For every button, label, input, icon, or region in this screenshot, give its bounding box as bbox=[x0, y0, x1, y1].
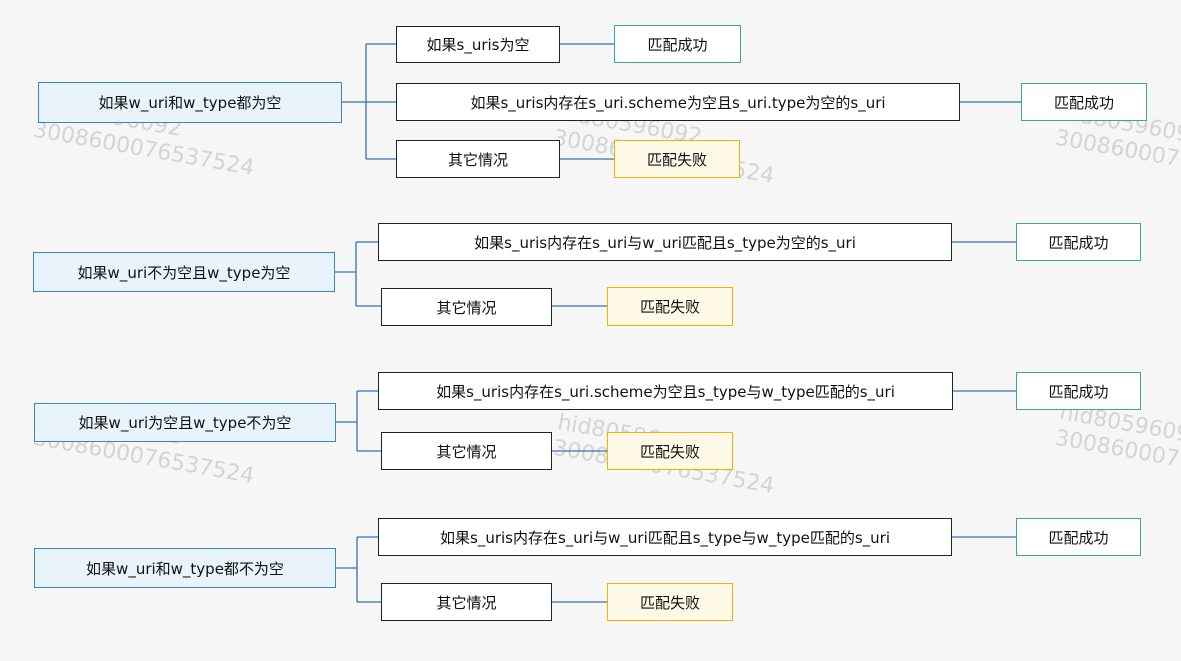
root-condition: 如果w_uri和w_type都不为空 bbox=[34, 548, 336, 588]
condition-box: 其它情况 bbox=[381, 288, 552, 326]
condition-box: 如果s_uris内存在s_uri.scheme为空且s_type与w_type匹… bbox=[378, 372, 953, 410]
result-fail: 匹配失败 bbox=[607, 432, 733, 470]
connector-line bbox=[342, 43, 396, 160]
connector-line bbox=[335, 241, 381, 307]
condition-box: 如果s_uris为空 bbox=[396, 26, 560, 63]
connector-line bbox=[336, 536, 381, 603]
condition-box: 其它情况 bbox=[396, 140, 560, 178]
result-fail: 匹配失败 bbox=[607, 287, 733, 326]
result-success: 匹配成功 bbox=[1016, 518, 1141, 556]
connector-line bbox=[336, 390, 381, 452]
condition-box: 其它情况 bbox=[381, 432, 552, 470]
result-success: 匹配成功 bbox=[614, 25, 741, 63]
condition-box: 如果s_uris内存在s_uri.scheme为空且s_uri.type为空的s… bbox=[396, 83, 960, 121]
result-success: 匹配成功 bbox=[1021, 83, 1147, 121]
root-condition: 如果w_uri为空且w_type不为空 bbox=[34, 403, 336, 442]
condition-box: 其它情况 bbox=[381, 583, 552, 621]
condition-box: 如果s_uris内存在s_uri与w_uri匹配且s_type与w_type匹配… bbox=[378, 518, 952, 556]
result-fail: 匹配失败 bbox=[614, 140, 740, 178]
root-condition: 如果w_uri不为空且w_type为空 bbox=[33, 252, 335, 292]
condition-box: 如果s_uris内存在s_uri与w_uri匹配且s_type为空的s_uri bbox=[378, 223, 952, 261]
result-success: 匹配成功 bbox=[1016, 223, 1141, 261]
root-condition: 如果w_uri和w_type都为空 bbox=[38, 82, 342, 123]
result-fail: 匹配失败 bbox=[607, 583, 733, 621]
result-success: 匹配成功 bbox=[1016, 372, 1141, 410]
